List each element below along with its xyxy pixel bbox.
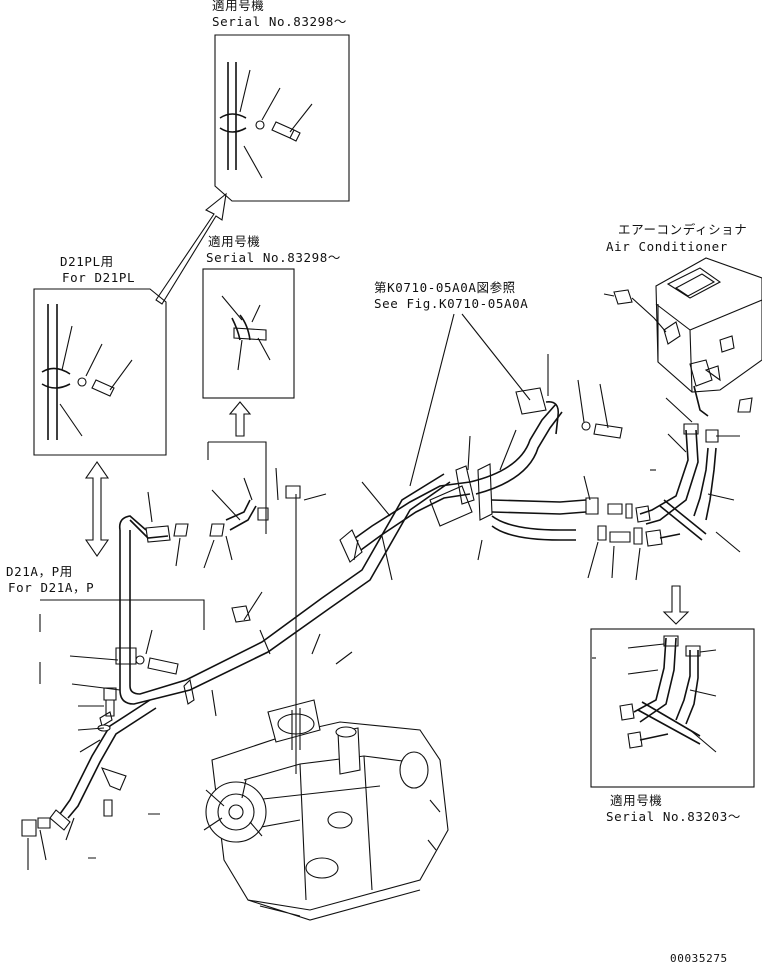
arrow-down-icon [662,585,690,625]
leader-lines-center [353,313,641,581]
engine [203,699,449,921]
detail-box-top [214,34,350,202]
figure-id-label: 00035275 [670,952,728,965]
detail-box-mid [202,268,295,399]
hose-center [339,387,643,563]
aircon-en-label: Air Conditioner [606,239,728,254]
leader-lines-left [27,467,353,870]
mid-applicable-label: 適用号機 [208,234,261,249]
d21ap-region [39,599,205,684]
br-serial-label: Serial No.83203～ [606,809,741,824]
ref-en-label: See Fig.K0710-05A0A [374,296,529,311]
arrow-up-icon [228,401,252,437]
ref-jp-label: 第K0710-05A0A図参照 [374,280,516,295]
leader-lines-right [665,397,741,553]
arrow-updown-icon [84,461,110,557]
top-serial-label: Serial No.83298～ [212,14,347,29]
br-applicable-label: 適用号機 [610,793,663,808]
arrow-diagonal-icon [155,192,227,305]
top-applicable-label: 適用号機 [212,0,265,13]
left-small-parts [21,485,301,837]
air-conditioner [603,257,762,547]
d21ap-jp-label: D21A，P用 [6,564,73,579]
bracket-lines [207,441,267,534]
detail-box-bottom-right [590,628,755,788]
detail-box-d21pl [33,288,167,456]
mid-serial-label: Serial No.83298～ [206,250,341,265]
d21pl-en-label: For D21PL [62,270,136,285]
aircon-jp-label: エアーコンディショナ [618,222,748,237]
d21ap-en-label: For D21A，P [8,580,95,595]
hose-left [49,473,451,831]
d21pl-jp-label: D21PL用 [60,254,114,269]
